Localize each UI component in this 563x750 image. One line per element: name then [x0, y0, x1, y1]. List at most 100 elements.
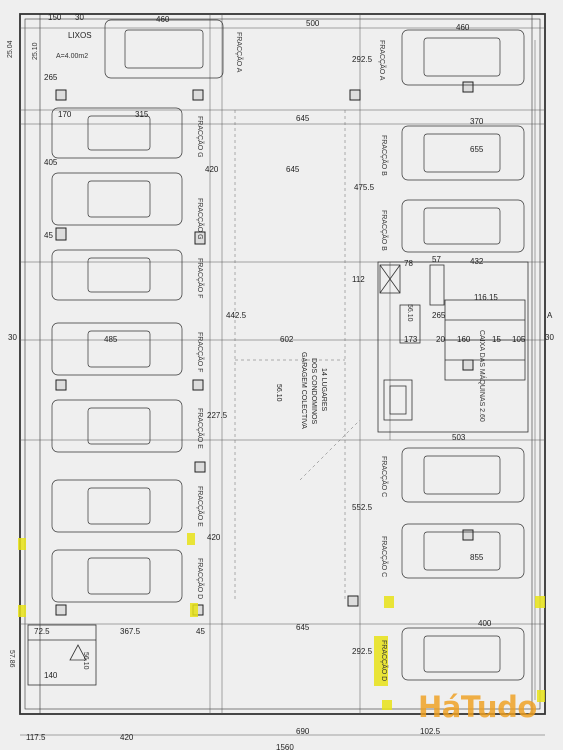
- dim-227: 227.5: [207, 411, 228, 420]
- dim-116: 116.15: [474, 293, 498, 302]
- area-left-label: 25.04: [7, 40, 14, 58]
- logo-text: HáTudo: [418, 690, 537, 724]
- car-stall: [51, 479, 183, 533]
- fraction-e-1: FRACÇÃO E: [196, 408, 205, 449]
- fraction-f-2: FRACÇÃO F: [196, 332, 205, 372]
- garage-area: 56.10: [275, 384, 282, 402]
- dim-265-b: 265: [432, 311, 446, 320]
- stair-area: 56.10: [406, 304, 413, 322]
- common-area-labels: GARAGEM COLECTIVA DOS CONDOMINOS 14 LUGA…: [8, 304, 553, 670]
- fraction-d-2: FRACÇÃO D: [380, 640, 389, 681]
- dim-460-left: 460: [156, 15, 170, 24]
- dim-292-a: 292.5: [352, 55, 373, 64]
- lower-left-area: 56.10: [82, 652, 89, 670]
- dim-78: 78: [404, 259, 413, 268]
- dim-140: 140: [44, 671, 58, 680]
- dim-315: 315: [135, 110, 149, 119]
- stair-lift-block: [377, 261, 529, 433]
- fraction-c-2: FRACÇÃO C: [380, 536, 389, 577]
- fraction-b-1: FRACÇÃO B: [380, 135, 389, 176]
- dim-170: 170: [58, 110, 72, 119]
- left-parking-stalls: [51, 19, 224, 603]
- dim-655: 655: [470, 145, 484, 154]
- dim-602: 602: [280, 335, 294, 344]
- outer-walls: [19, 13, 546, 715]
- side-area: 57.86: [8, 650, 15, 668]
- dim-645-c: 645: [296, 623, 310, 632]
- car-stall: [401, 447, 525, 503]
- dim-112: 112: [352, 275, 365, 284]
- car-stall: [51, 172, 183, 226]
- dim-420-c: 420: [120, 733, 134, 742]
- fraction-labels: FRACÇÃO A FRACÇÃO A FRACÇÃO B FRACÇÃO B …: [196, 32, 389, 681]
- dim-102: 102.5: [420, 727, 441, 736]
- fraction-a-left: FRACÇÃO A: [235, 32, 244, 73]
- dim-645-a: 645: [296, 114, 310, 123]
- dim-20: 20: [436, 335, 445, 344]
- dim-367: 367.5: [120, 627, 141, 636]
- dim-503: 503: [452, 433, 466, 442]
- dim-105: 105: [512, 335, 526, 344]
- fraction-d-1: FRACÇÃO D: [196, 558, 205, 599]
- dim-442: 442.5: [226, 311, 247, 320]
- dim-400: 400: [478, 619, 492, 628]
- fraction-e-2: FRACÇÃO E: [196, 486, 205, 527]
- dim-160: 160: [457, 335, 471, 344]
- dim-432: 432: [470, 257, 484, 266]
- section-marker: A: [547, 311, 553, 320]
- fraction-b-2: FRACÇÃO B: [380, 210, 389, 251]
- car-stall: [51, 549, 183, 603]
- hatudo-logo: HáTudo: [418, 690, 537, 724]
- title-block: LIXOS A=4.00m2 25.10 25.04: [7, 31, 92, 60]
- dim-57: 57: [432, 255, 441, 264]
- fraction-c-1: FRACÇÃO C: [380, 456, 389, 497]
- dim-117: 117.5: [26, 733, 46, 742]
- dim-right-30: 30: [545, 333, 554, 342]
- dim-45-a: 45: [44, 231, 53, 240]
- dim-173: 173: [404, 335, 418, 344]
- stair-label: CAIXA DAS MÁQUINAS 2.60: [478, 330, 487, 422]
- dim-top-30: 30: [75, 13, 84, 22]
- dim-1560: 1560: [276, 743, 294, 750]
- car-stall: [401, 125, 525, 181]
- dim-405: 405: [44, 158, 58, 167]
- dim-15: 15: [492, 335, 501, 344]
- fraction-g-2: FRACÇÃO G: [196, 198, 205, 240]
- dim-370: 370: [470, 117, 484, 126]
- car-stall: [401, 627, 525, 681]
- highlight-marks: [18, 533, 545, 710]
- car-stall: [51, 249, 183, 301]
- dim-552: 552.5: [352, 503, 373, 512]
- dim-475: 475.5: [354, 183, 375, 192]
- garage-title: GARAGEM COLECTIVA: [300, 352, 307, 429]
- garage-places: 14 LUGARES: [320, 368, 327, 412]
- right-parking-stalls: [401, 29, 525, 681]
- car-stall: [51, 322, 183, 376]
- garage-subtitle: DOS CONDOMINOS: [310, 358, 317, 424]
- area-label: A=4.00m2: [56, 53, 88, 60]
- car-stall: [401, 523, 525, 579]
- dim-265: 265: [44, 73, 58, 82]
- dim-left-30: 30: [8, 333, 17, 342]
- car-stall: [51, 399, 183, 453]
- fraction-g-1: FRACÇÃO G: [196, 116, 205, 158]
- fraction-a-right: FRACÇÃO A: [378, 40, 387, 81]
- dim-460-right: 460: [456, 23, 470, 32]
- car-stall: [401, 199, 525, 253]
- dim-500: 500: [306, 19, 320, 28]
- dim-45-b: 45: [196, 627, 205, 636]
- dim-72: 72.5: [34, 627, 50, 636]
- lixos-label: LIXOS: [68, 31, 92, 40]
- dim-150: 150: [48, 13, 62, 22]
- dim-420-b: 420: [207, 533, 221, 542]
- dim-292-b: 292.5: [352, 647, 373, 656]
- dim-420-a: 420: [205, 165, 219, 174]
- fraction-f-1: FRACÇÃO F: [196, 258, 205, 298]
- area-top-label: 25.10: [32, 42, 39, 60]
- aisle-guides: [234, 110, 361, 600]
- dim-690: 690: [296, 727, 310, 736]
- car-stall: [51, 107, 183, 159]
- dim-855: 855: [470, 553, 484, 562]
- dim-645-b: 645: [286, 165, 300, 174]
